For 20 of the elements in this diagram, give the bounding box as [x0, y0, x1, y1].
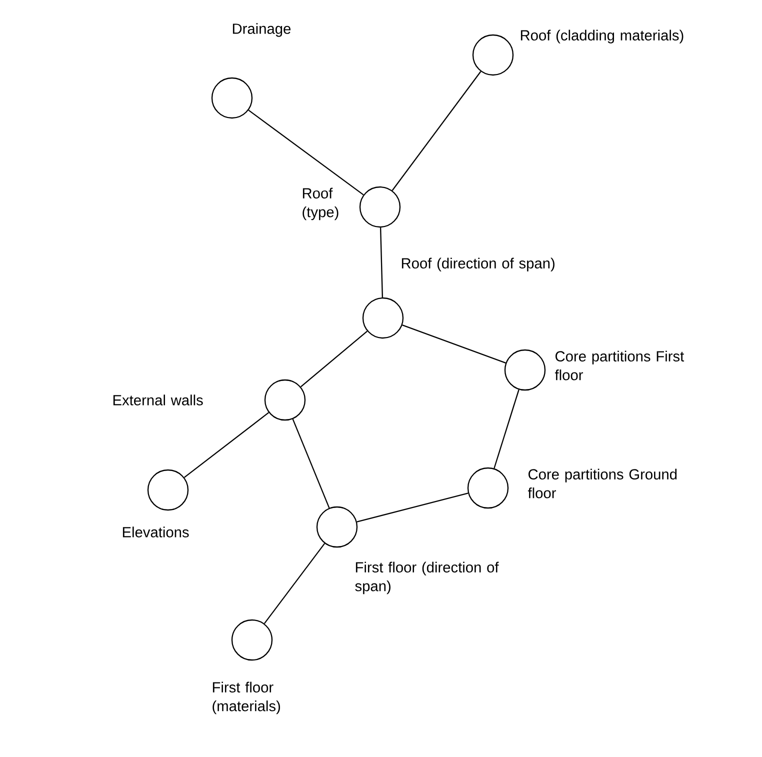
node-label: Roof (cladding materials) — [520, 30, 684, 44]
connector-line — [264, 543, 326, 624]
connector-line — [380, 228, 384, 298]
node-label: First floor (direction of span) — [355, 562, 499, 594]
node-label: Elevations — [122, 526, 189, 538]
node-label: Roof (type) — [302, 188, 338, 220]
connector-line — [184, 412, 270, 478]
connector-line — [356, 492, 468, 522]
node-label: External walls — [113, 394, 203, 406]
node-label: Roof (direction of span) — [402, 258, 554, 272]
connector-line — [494, 389, 520, 469]
connector-line — [402, 324, 506, 364]
connector-line — [392, 71, 482, 191]
connector-line — [248, 110, 364, 196]
node-label: Drainage — [232, 23, 291, 37]
connector-line — [292, 418, 330, 508]
node-label: First floor (materials) — [212, 682, 280, 714]
node-label: Core partitions First floor — [554, 350, 684, 380]
connector-line — [300, 330, 368, 388]
node-label: Core partitions Ground floor — [528, 468, 677, 498]
